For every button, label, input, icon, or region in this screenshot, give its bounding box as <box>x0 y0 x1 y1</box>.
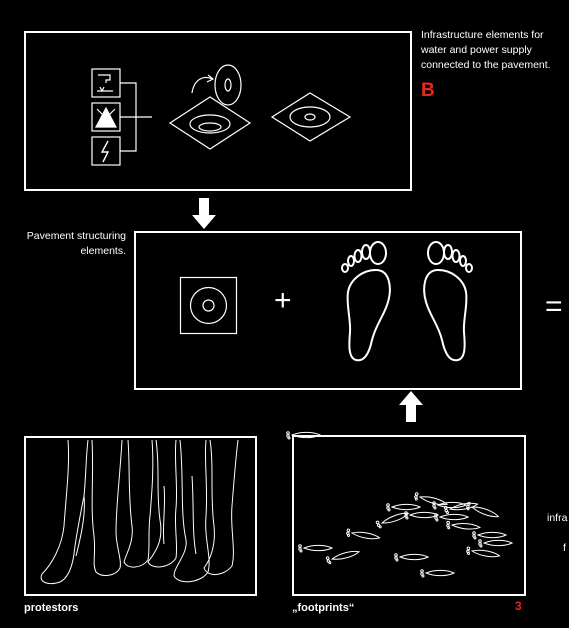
tent-icon <box>91 102 121 132</box>
right-foot-icon <box>423 241 473 362</box>
footprints-caption: „footprints“ <box>292 602 355 614</box>
protestors-caption: protestors <box>24 602 79 614</box>
power-icon <box>91 136 121 166</box>
equals-sign: = <box>545 290 563 323</box>
cover-tile <box>270 92 352 142</box>
infrastructure-panel <box>24 31 412 191</box>
left-foot-icon <box>341 241 391 362</box>
water-tap-icon <box>91 68 121 98</box>
plus-sign: + <box>274 284 292 317</box>
protestors-panel <box>24 436 257 596</box>
arrow-down-icon <box>192 198 216 229</box>
pavement-caption: Pavement structuring elements. <box>26 230 126 257</box>
arrow-up-icon <box>399 391 423 422</box>
infrastructure-illustration <box>91 64 352 166</box>
cut-off-text-2: f <box>563 542 566 554</box>
basin-tile <box>168 64 252 150</box>
footprints-panel <box>292 435 526 596</box>
protestors-legs-illustration <box>40 439 239 585</box>
pavement-panel <box>134 231 522 390</box>
infrastructure-label-b: B <box>421 80 435 101</box>
footprints-scatter-illustration <box>286 431 513 578</box>
infrastructure-caption: Infrastructure elements for water and po… <box>421 29 551 71</box>
pavement-tile <box>179 276 238 335</box>
page-number: 3 <box>515 599 522 613</box>
cut-off-text: infra <box>547 512 568 524</box>
